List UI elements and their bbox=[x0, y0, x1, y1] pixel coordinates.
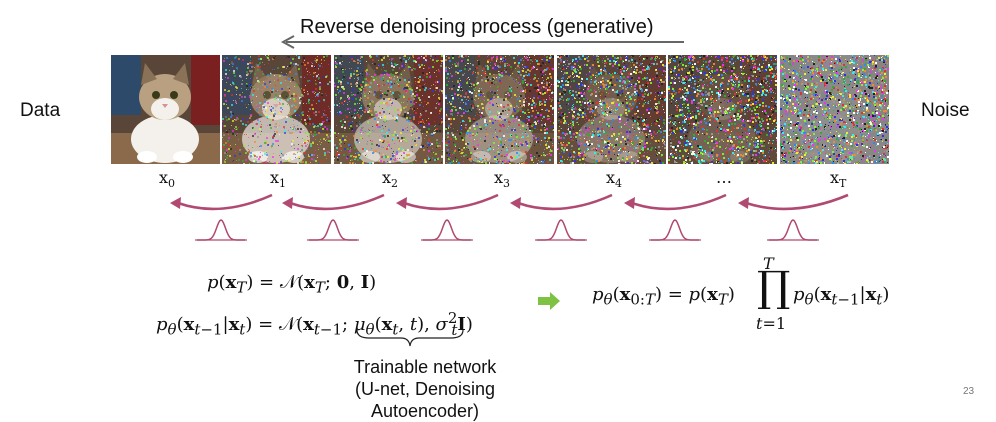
denoise-arrow bbox=[404, 195, 498, 209]
state-label-base: … bbox=[716, 168, 732, 187]
frame-image bbox=[445, 55, 554, 164]
state-label-base: x bbox=[606, 168, 615, 187]
gaussian-curve bbox=[197, 220, 245, 240]
page-number: 23 bbox=[963, 386, 974, 397]
state-label-base: x bbox=[270, 168, 279, 187]
noise-label: Noise bbox=[921, 100, 970, 122]
denoise-arrowhead bbox=[624, 197, 635, 209]
frame-image bbox=[334, 55, 443, 164]
denoise-arrow bbox=[178, 195, 272, 209]
state-label: x1 bbox=[270, 168, 286, 190]
product-lower-limit: t=1 bbox=[756, 314, 786, 333]
frame-image bbox=[111, 55, 220, 164]
gaussian-curve bbox=[537, 220, 585, 240]
state-label: x3 bbox=[494, 168, 510, 190]
product-symbol: ∏ bbox=[757, 266, 790, 308]
network-caption-line2: (U-net, Denoising Autoencoder) bbox=[300, 378, 550, 422]
state-label: xT bbox=[830, 168, 846, 190]
gaussian-curve bbox=[309, 220, 357, 240]
denoising-steps bbox=[0, 188, 996, 258]
denoise-arrowhead bbox=[282, 197, 293, 209]
implies-arrow bbox=[538, 292, 562, 310]
frame-image bbox=[668, 55, 777, 164]
denoise-arrow bbox=[632, 195, 726, 209]
denoise-arrow bbox=[746, 195, 848, 209]
denoise-arrow bbox=[518, 195, 612, 209]
state-label-base: x bbox=[830, 168, 839, 187]
denoise-arrowhead bbox=[396, 197, 407, 209]
frame-image bbox=[222, 55, 331, 164]
frame-image bbox=[557, 55, 666, 164]
state-label-base: x bbox=[159, 168, 168, 187]
frame-image bbox=[780, 55, 889, 164]
denoise-arrowhead bbox=[170, 197, 181, 209]
joint-equation-rhs: pθ(xt−1|xt) bbox=[793, 284, 889, 309]
data-label: Data bbox=[20, 100, 60, 122]
denoise-arrowhead bbox=[738, 197, 749, 209]
network-caption-line1: Trainable network bbox=[300, 356, 550, 378]
state-label: x2 bbox=[382, 168, 398, 190]
state-label: … bbox=[716, 168, 732, 187]
network-caption: Trainable network (U-net, Denoising Auto… bbox=[300, 356, 550, 422]
denoise-arrow bbox=[290, 195, 384, 209]
prior-equation: p(xT) = 𝒩(xT; 0, I) bbox=[207, 272, 376, 297]
network-brace bbox=[355, 328, 465, 350]
state-label: x4 bbox=[606, 168, 622, 190]
gaussian-curve bbox=[651, 220, 699, 240]
gaussian-curve bbox=[423, 220, 471, 240]
reverse-process-arrow bbox=[278, 34, 688, 50]
state-label-base: x bbox=[382, 168, 391, 187]
state-label-base: x bbox=[494, 168, 503, 187]
state-label: x0 bbox=[159, 168, 175, 190]
joint-equation-lhs: pθ(x0:T) = p(xT) bbox=[592, 284, 735, 309]
denoise-arrowhead bbox=[510, 197, 521, 209]
gaussian-curve bbox=[769, 220, 817, 240]
